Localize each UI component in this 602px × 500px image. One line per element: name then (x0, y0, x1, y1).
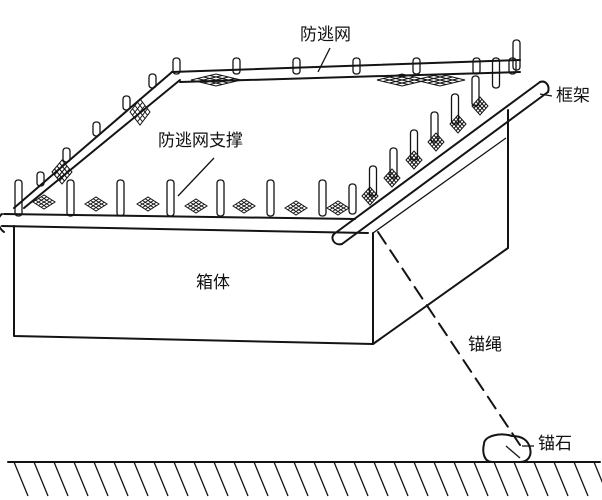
box-body (13, 109, 509, 345)
net-patch (427, 132, 445, 152)
support-post (122, 95, 131, 111)
net-patch (326, 200, 350, 216)
support-post (116, 179, 125, 217)
net-patch (84, 196, 108, 212)
support-post (36, 171, 45, 187)
escape-net-support-posts-side (348, 39, 521, 215)
support-post (266, 179, 275, 217)
support-post (66, 179, 75, 217)
escape-net-support-label: 防逃网支撑 (158, 131, 243, 151)
support-post (92, 121, 101, 137)
net-patch (129, 98, 151, 126)
support-post (14, 179, 23, 217)
net-patch (284, 200, 308, 216)
escape-net-label: 防逃网 (300, 25, 351, 45)
net-patch (184, 198, 208, 214)
anchor-stone-label: 锚石 (538, 434, 572, 454)
anchor-stone (482, 433, 532, 463)
support-post (348, 183, 357, 215)
support-post (430, 111, 439, 143)
net-patch (471, 96, 489, 116)
support-post (472, 57, 481, 75)
support-post (232, 57, 241, 75)
support-post (318, 179, 327, 217)
support-post (352, 57, 361, 75)
net-patch (232, 198, 256, 214)
support-post (166, 179, 175, 217)
support-post (368, 165, 378, 197)
support-leader (177, 157, 215, 197)
net-patch (32, 194, 56, 210)
anchor-rope (377, 231, 523, 449)
escape-net-support-posts-back (36, 57, 517, 187)
support-post (412, 57, 421, 75)
support-post (389, 147, 398, 179)
net-patch (51, 159, 73, 185)
net-patch (383, 168, 401, 188)
net-patch (414, 73, 466, 87)
escape-net-mesh (32, 73, 489, 216)
frame-leader (539, 93, 553, 97)
support-post (172, 57, 181, 75)
frame-pole (331, 80, 550, 246)
support-post (292, 57, 301, 75)
support-post (450, 93, 460, 125)
support-post (508, 57, 517, 75)
support-post (216, 179, 225, 217)
net-patch (136, 196, 160, 212)
box-body-label: 箱体 (196, 273, 230, 293)
escape-net-leader (317, 47, 331, 73)
support-post (148, 73, 157, 89)
net-patch (190, 73, 242, 87)
support-post (62, 147, 71, 163)
top-frame (0, 59, 521, 234)
net-patch (449, 114, 467, 134)
support-post (491, 57, 501, 89)
frame-label: 框架 (556, 86, 590, 106)
anchor-rope-label: 锚绳 (468, 335, 502, 355)
sea-floor (7, 461, 602, 497)
net-patch (405, 150, 423, 170)
net-patch (361, 186, 379, 206)
escape-net-support-posts (14, 179, 327, 217)
